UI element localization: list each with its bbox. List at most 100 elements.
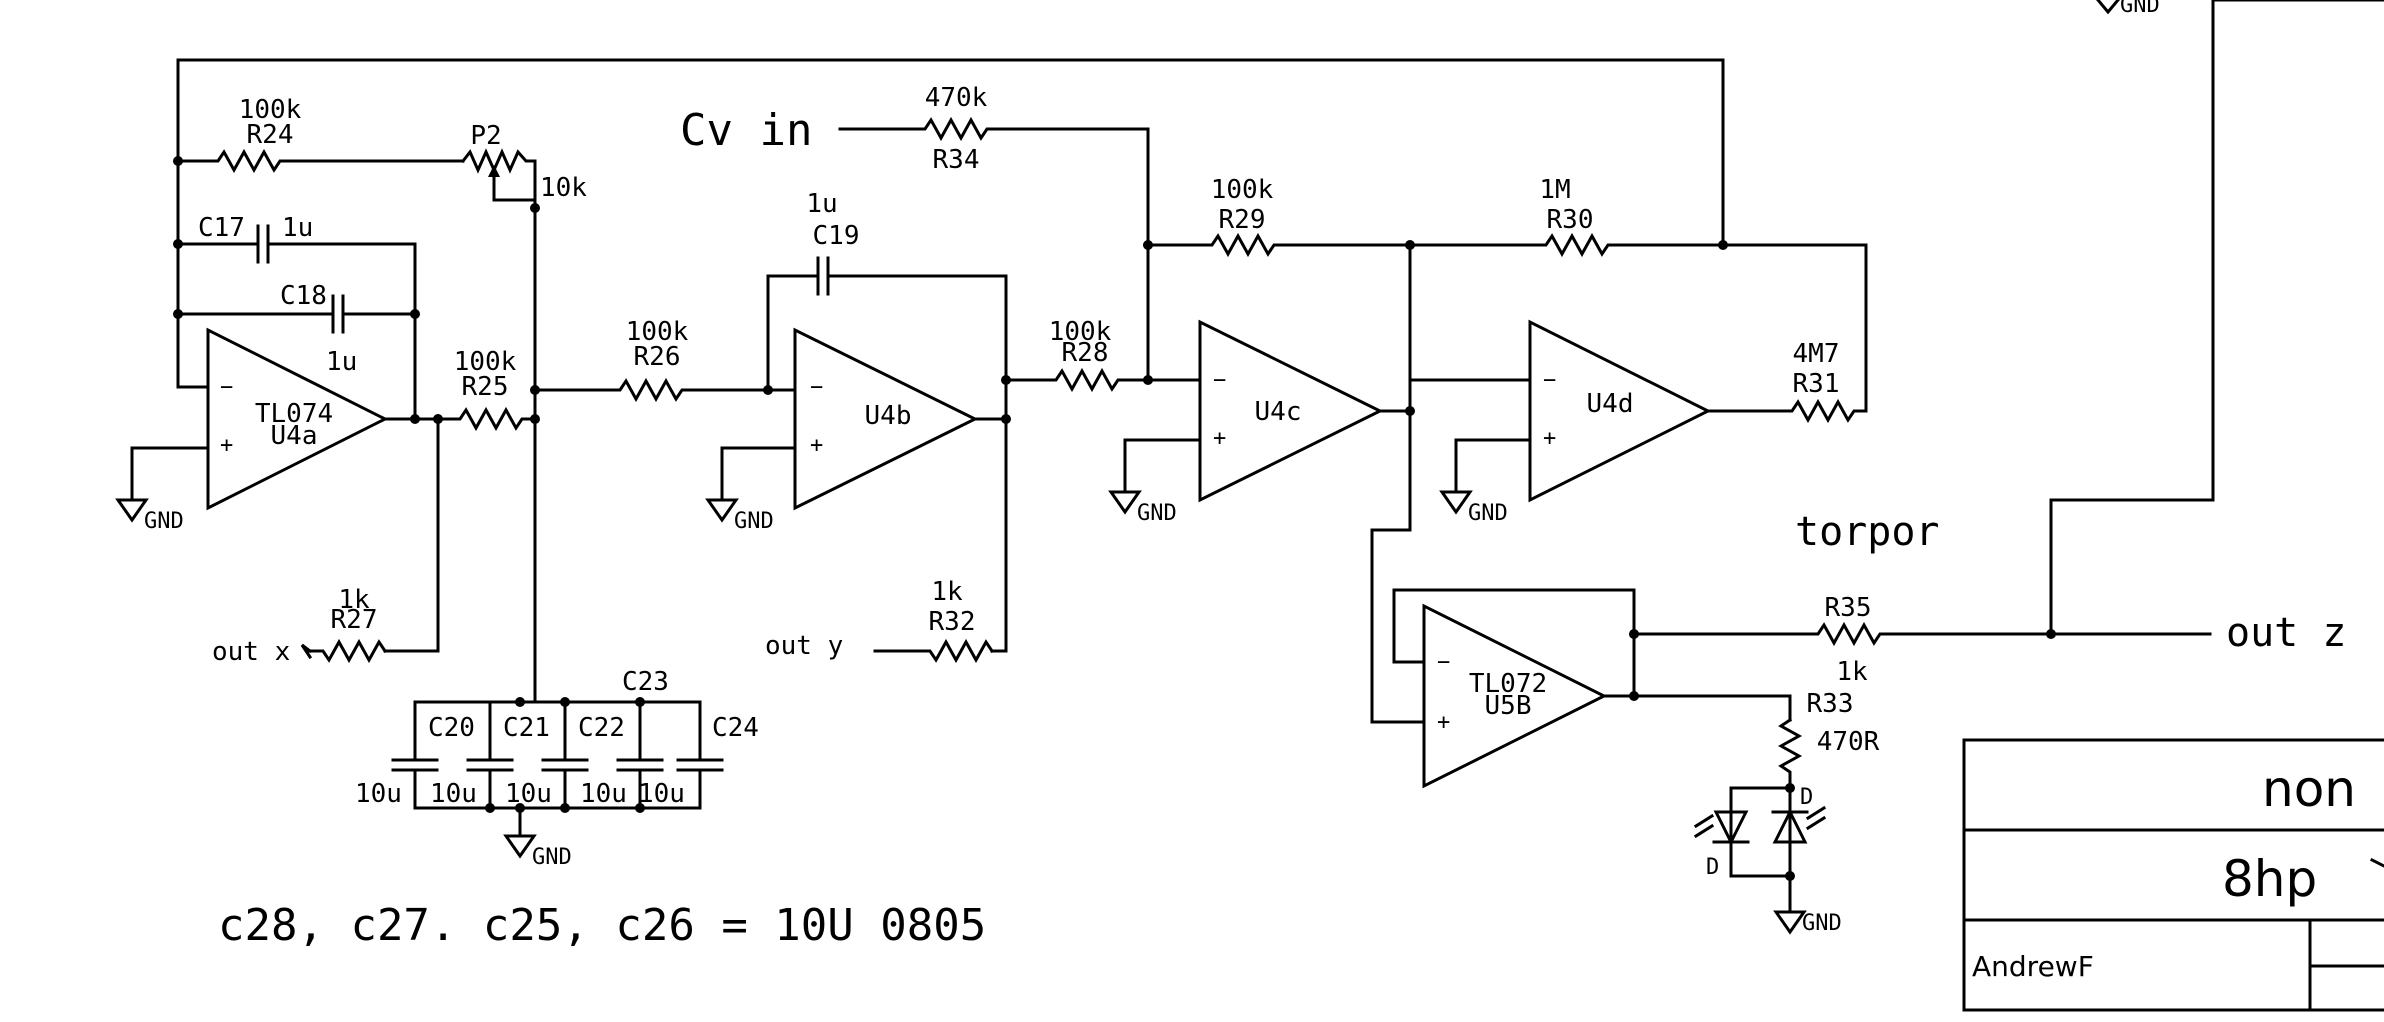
r26-value: 100k xyxy=(626,317,689,347)
gnd-symbol-capbank: GND xyxy=(503,834,572,870)
opamp-u4a: − + TL074 U4a xyxy=(206,327,389,511)
p2-ref: P2 xyxy=(470,121,501,151)
out-y-label: out y xyxy=(765,631,843,661)
r35-ref: R35 xyxy=(1825,593,1872,623)
out-x-arrow xyxy=(300,643,313,660)
u4d-minus-pin: − xyxy=(1543,368,1556,393)
top-right-gnd: GND xyxy=(2096,0,2160,18)
r31-ref: R31 xyxy=(1793,369,1840,399)
resistor-r35: R35 1k xyxy=(1632,593,2212,687)
resistor-r32: 1k R32 xyxy=(873,577,995,664)
gnd-label: GND xyxy=(1468,501,1508,526)
gnd-label: GND xyxy=(734,509,774,534)
led-drive-wire xyxy=(1632,694,1792,722)
c24-ref: C24 xyxy=(712,713,759,743)
resistor-r29: 100k R29 xyxy=(1146,175,1412,258)
r29-ref: R29 xyxy=(1219,205,1266,235)
u4d-noninv-wire xyxy=(1454,438,1532,494)
u4c-noninv-wire xyxy=(1123,438,1202,494)
resistor-r26: 100k R26 xyxy=(533,317,797,403)
u5b-plus-pin: + xyxy=(1437,710,1450,735)
r33-ref: R33 xyxy=(1807,689,1854,719)
out-x-wire xyxy=(383,417,440,653)
u4a-ref: U4a xyxy=(271,421,318,451)
resistor-r24: 100k R24 xyxy=(176,95,465,174)
capacitor-c18: C18 1u xyxy=(176,281,417,417)
c17-value: 1u xyxy=(282,213,313,243)
capacitor-bank: C20 C21 C22 C23 C24 10u 10u 10u 10u 10u xyxy=(355,667,759,838)
u4d-ref: U4d xyxy=(1587,389,1634,419)
r25-ref: R25 xyxy=(462,372,509,402)
led-d-label: D xyxy=(1800,785,1813,810)
r32-value: 1k xyxy=(931,577,963,607)
c18-value: 1u xyxy=(326,347,357,377)
resistor-r27: 1k R27 xyxy=(308,585,388,664)
r30-value: 1M xyxy=(1539,175,1570,205)
title-block-title: non xyxy=(2262,760,2356,818)
r28-value: 100k xyxy=(1049,317,1112,347)
u5b-minus-pin: − xyxy=(1437,650,1450,675)
u4b-ref: U4b xyxy=(865,401,912,431)
r34-ref: R34 xyxy=(933,145,980,175)
r26-ref: R26 xyxy=(634,342,681,372)
c24-value: 10u xyxy=(638,779,685,809)
r32-ref: R32 xyxy=(929,607,976,637)
c19-value: 1u xyxy=(806,189,837,219)
c23-ref: C23 xyxy=(622,667,669,697)
u4c-ref: U4c xyxy=(1255,397,1302,427)
torpor-label: torpor xyxy=(1795,509,1940,555)
r27-ref: R27 xyxy=(331,605,378,635)
out-y-wire xyxy=(990,378,1008,653)
u4c-plus-pin: + xyxy=(1213,426,1226,451)
opamp-u4d: − + U4d xyxy=(1528,319,1712,503)
r33-value: 470R xyxy=(1817,727,1880,757)
opamp-u5b: − + TL072 U5B xyxy=(1422,603,1608,789)
gnd-symbol-u4d: GND xyxy=(1439,490,1508,526)
r29-value: 100k xyxy=(1211,175,1274,205)
c21-ref: C21 xyxy=(503,713,550,743)
gnd-label: GND xyxy=(144,509,184,534)
top-loop-wire xyxy=(176,58,1725,247)
c22-ref: C22 xyxy=(578,713,625,743)
u4c-minus-pin: − xyxy=(1213,368,1226,393)
gnd-symbol-led: GND xyxy=(1773,910,1842,936)
gnd-label: GND xyxy=(2120,0,2160,18)
u4b-noninv-wire xyxy=(720,446,797,502)
led-pair: D D xyxy=(1693,785,1827,914)
c21-value: 10u xyxy=(430,779,477,809)
gnd-symbol-u4c: GND xyxy=(1108,490,1177,526)
r24-ref: R24 xyxy=(247,120,294,150)
capacitor-c19: 1u C19 xyxy=(806,189,1008,421)
gnd-label: GND xyxy=(1137,501,1177,526)
c23-value: 10u xyxy=(580,779,627,809)
p2-value: 10k xyxy=(540,173,587,203)
title-block: non 8hp AndrewF xyxy=(1962,738,2384,1012)
gnd-symbol-u4a: GND xyxy=(115,498,184,534)
r34-value: 470k xyxy=(925,83,988,113)
gnd-label: GND xyxy=(532,845,572,870)
resistor-r33: R33 470R xyxy=(1777,689,1880,790)
r24-value: 100k xyxy=(239,95,302,125)
opamp-u4c: − + U4c xyxy=(1198,319,1384,503)
junction-dots xyxy=(173,156,2056,881)
c18-ref: C18 xyxy=(280,281,327,311)
u5b-ref: U5B xyxy=(1485,691,1532,721)
r31-value: 4M7 xyxy=(1793,339,1840,369)
out-z-label: out z xyxy=(2226,610,2346,656)
r28-ref: R28 xyxy=(1062,338,1109,368)
c20-ref: C20 xyxy=(428,713,475,743)
r35-value: 1k xyxy=(1836,657,1868,687)
c20-value: 10u xyxy=(355,779,402,809)
c22-value: 10u xyxy=(505,779,552,809)
c17-ref: C17 xyxy=(198,213,245,243)
gnd-symbol-u4b: GND xyxy=(705,498,774,534)
r27-value: 1k xyxy=(338,585,370,615)
resistor-r34: 470k R34 xyxy=(838,83,1150,382)
u4b-plus-pin: + xyxy=(810,433,823,458)
led-d-label: D xyxy=(1706,855,1719,880)
u5b-input-wire xyxy=(1370,528,1426,724)
out-x-label: out x xyxy=(212,637,290,667)
gnd-label: GND xyxy=(1802,911,1842,936)
pot-p2: P2 10k xyxy=(460,121,587,210)
